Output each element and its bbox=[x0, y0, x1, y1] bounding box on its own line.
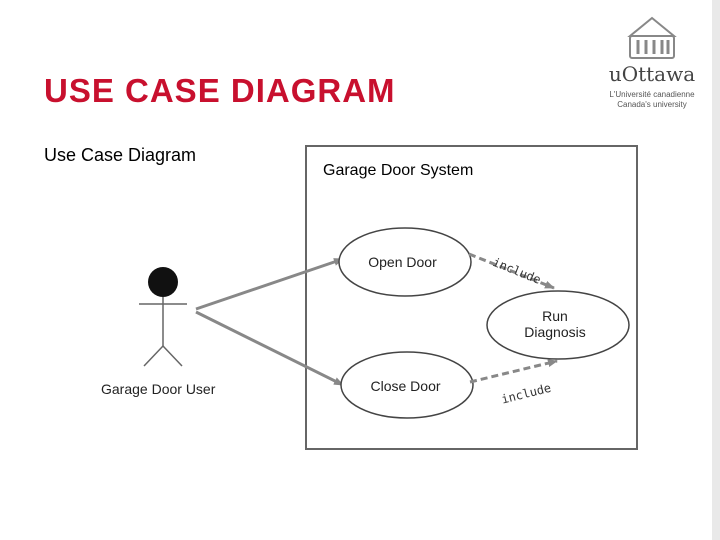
actor-name: Garage Door User bbox=[101, 381, 216, 397]
system-boundary bbox=[305, 145, 638, 450]
logo-wordmark: uOttawa bbox=[608, 62, 696, 86]
association-arrow-close-door bbox=[195, 310, 344, 387]
building-columns-icon bbox=[627, 16, 677, 59]
use-case-run-diagnosis bbox=[486, 290, 630, 360]
slide-title: USE CASE DIAGRAM bbox=[44, 72, 396, 109]
stick-figure-icon bbox=[139, 267, 187, 367]
use-case-close-door bbox=[340, 351, 474, 419]
logo-tagline-english: Canada's university bbox=[617, 100, 687, 109]
use-case-close-door-label: Close Door bbox=[370, 378, 441, 394]
use-case-open-door bbox=[338, 227, 472, 297]
include-arrow-open-door bbox=[468, 252, 555, 290]
logo-tagline-french: L'Université canadienne bbox=[609, 90, 695, 99]
include-arrow-close-door bbox=[469, 359, 558, 384]
system-name: Garage Door System bbox=[323, 162, 474, 179]
use-case-run-diagnosis-label-line2: Diagnosis bbox=[524, 324, 586, 340]
use-case-run-diagnosis-label-line1: Run bbox=[542, 308, 568, 324]
university-logo: uOttawa L'Université canadienne Canada's… bbox=[604, 12, 700, 112]
slide-subtitle: Use Case Diagram bbox=[44, 145, 197, 165]
use-case-open-door-label: Open Door bbox=[368, 254, 437, 270]
association-arrow-open-door bbox=[195, 257, 344, 311]
slide-edge-bar bbox=[712, 0, 720, 540]
